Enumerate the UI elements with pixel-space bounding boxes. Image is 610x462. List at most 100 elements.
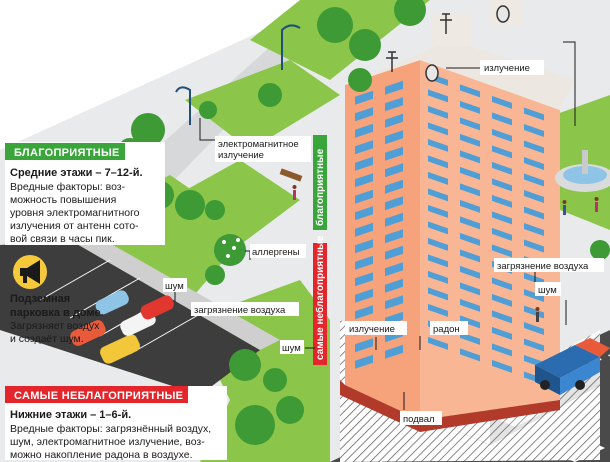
balcony (428, 89, 448, 103)
balcony (460, 348, 480, 362)
balcony (524, 321, 544, 335)
parking-note: Подземная парковка в доме. Загрязняет во… (10, 255, 104, 345)
truck (535, 338, 610, 395)
balcony (492, 211, 512, 225)
balcony (385, 245, 403, 260)
balcony (385, 179, 403, 194)
balcony (460, 183, 480, 197)
label-electromagnetic: электромагнитное излучение (215, 136, 311, 162)
balconies-right (428, 72, 544, 385)
fountain (555, 150, 610, 192)
svg-text:БЛАГОПРИЯТНЫЕ: БЛАГОПРИЯТНЫЕ (14, 147, 120, 159)
svg-text:Нижние этажи – 1–6-й.: Нижние этажи – 1–6-й. (10, 409, 131, 421)
svg-text:электромагнитное: электромагнитное (218, 139, 299, 150)
balcony (524, 189, 544, 203)
balcony (385, 262, 403, 277)
top-bracket (563, 41, 576, 126)
svg-text:излучения от антенн сото-: излучения от антенн сото- (10, 220, 139, 232)
favorable-vertical-label: благоприятные (314, 148, 326, 226)
label-air-pollution-right: загрязнение воздуха (494, 258, 604, 272)
svg-text:Загрязняет воздух: Загрязняет воздух (10, 320, 100, 332)
balcony (428, 287, 448, 301)
balcony (492, 194, 512, 208)
balcony (524, 107, 544, 121)
svg-text:и создаёт шум.: и создаёт шум. (10, 333, 84, 345)
balcony (460, 117, 480, 131)
svg-text:излучение: излучение (349, 324, 395, 335)
balcony (355, 189, 373, 204)
balcony (385, 212, 403, 227)
svg-text:уровня электромагнитного: уровня электромагнитного (10, 207, 140, 219)
balcony (355, 255, 373, 270)
balcony (355, 354, 373, 369)
balcony (428, 155, 448, 169)
balcony (460, 282, 480, 296)
balcony (492, 293, 512, 307)
label-noise-right: шум (535, 282, 561, 296)
balcony (385, 97, 403, 112)
balcony (492, 145, 512, 159)
basement-area (340, 380, 600, 462)
unfavorable-vertical-label: самые неблагоприятные (314, 235, 326, 360)
balcony (460, 265, 480, 279)
balcony (355, 338, 373, 353)
svg-text:Вредные факторы: загрязнённый: Вредные факторы: загрязнённый воздух, (10, 423, 211, 435)
balcony (428, 122, 448, 136)
balcony (428, 254, 448, 268)
balcony (460, 331, 480, 345)
balcony (492, 359, 512, 373)
favorable-bar (313, 135, 327, 230)
svg-text:Подземная: Подземная (10, 293, 70, 305)
lawn (185, 60, 340, 150)
balcony (524, 222, 544, 236)
balcony (428, 188, 448, 202)
balcony (355, 239, 373, 254)
balcony (492, 112, 512, 126)
unfavorable-heading-bar (5, 386, 188, 403)
balcony (428, 105, 448, 119)
svg-text:шум, электромагнитное излучени: шум, электромагнитное излучение, воз- (10, 436, 205, 448)
svg-text:радон: радон (433, 324, 460, 335)
balcony (492, 95, 512, 109)
balcony (385, 278, 403, 293)
cell-antennas (386, 5, 510, 82)
balcony (385, 196, 403, 211)
svg-text:подвал: подвал (403, 414, 435, 425)
svg-text:шум: шум (165, 281, 184, 292)
parking-lot (0, 240, 260, 395)
balcony (524, 239, 544, 253)
balcony (355, 140, 373, 155)
svg-text:САМЫЕ НЕБЛАГОПРИЯТНЫЕ: САМЫЕ НЕБЛАГОПРИЯТНЫЕ (14, 390, 183, 402)
label-noise-mid: шум (280, 340, 304, 354)
label-emission-bottom: излучение (345, 321, 407, 335)
balcony (355, 305, 373, 320)
balcony (492, 128, 512, 142)
bench (279, 168, 303, 182)
label-emission-top: излучение (480, 60, 544, 75)
balcony (460, 133, 480, 147)
svg-text:излучение: излучение (218, 150, 264, 161)
balcony (428, 138, 448, 152)
balcony (492, 178, 512, 192)
balcony (492, 343, 512, 357)
balcony (428, 221, 448, 235)
balcony (385, 130, 403, 145)
balcony (492, 227, 512, 241)
balcony (524, 156, 544, 170)
balcony (385, 80, 403, 95)
balcony (385, 344, 403, 359)
svg-text:шум: шум (282, 343, 301, 354)
allergen-flowers (222, 238, 240, 258)
favorable-info-box: БЛАГОПРИЯТНЫЕ Средние этажи – 7–12-й. Вр… (5, 142, 165, 245)
balcony (428, 336, 448, 350)
svg-text:Вредные факторы: воз-: Вредные факторы: воз- (10, 181, 126, 193)
balcony (355, 107, 373, 122)
balcony (428, 237, 448, 251)
balcony (524, 140, 544, 154)
balcony (355, 173, 373, 188)
balcony (492, 244, 512, 258)
balcony (460, 232, 480, 246)
favorable-heading-bar (5, 143, 125, 160)
pointer-lines (174, 67, 567, 410)
balcony (524, 173, 544, 187)
